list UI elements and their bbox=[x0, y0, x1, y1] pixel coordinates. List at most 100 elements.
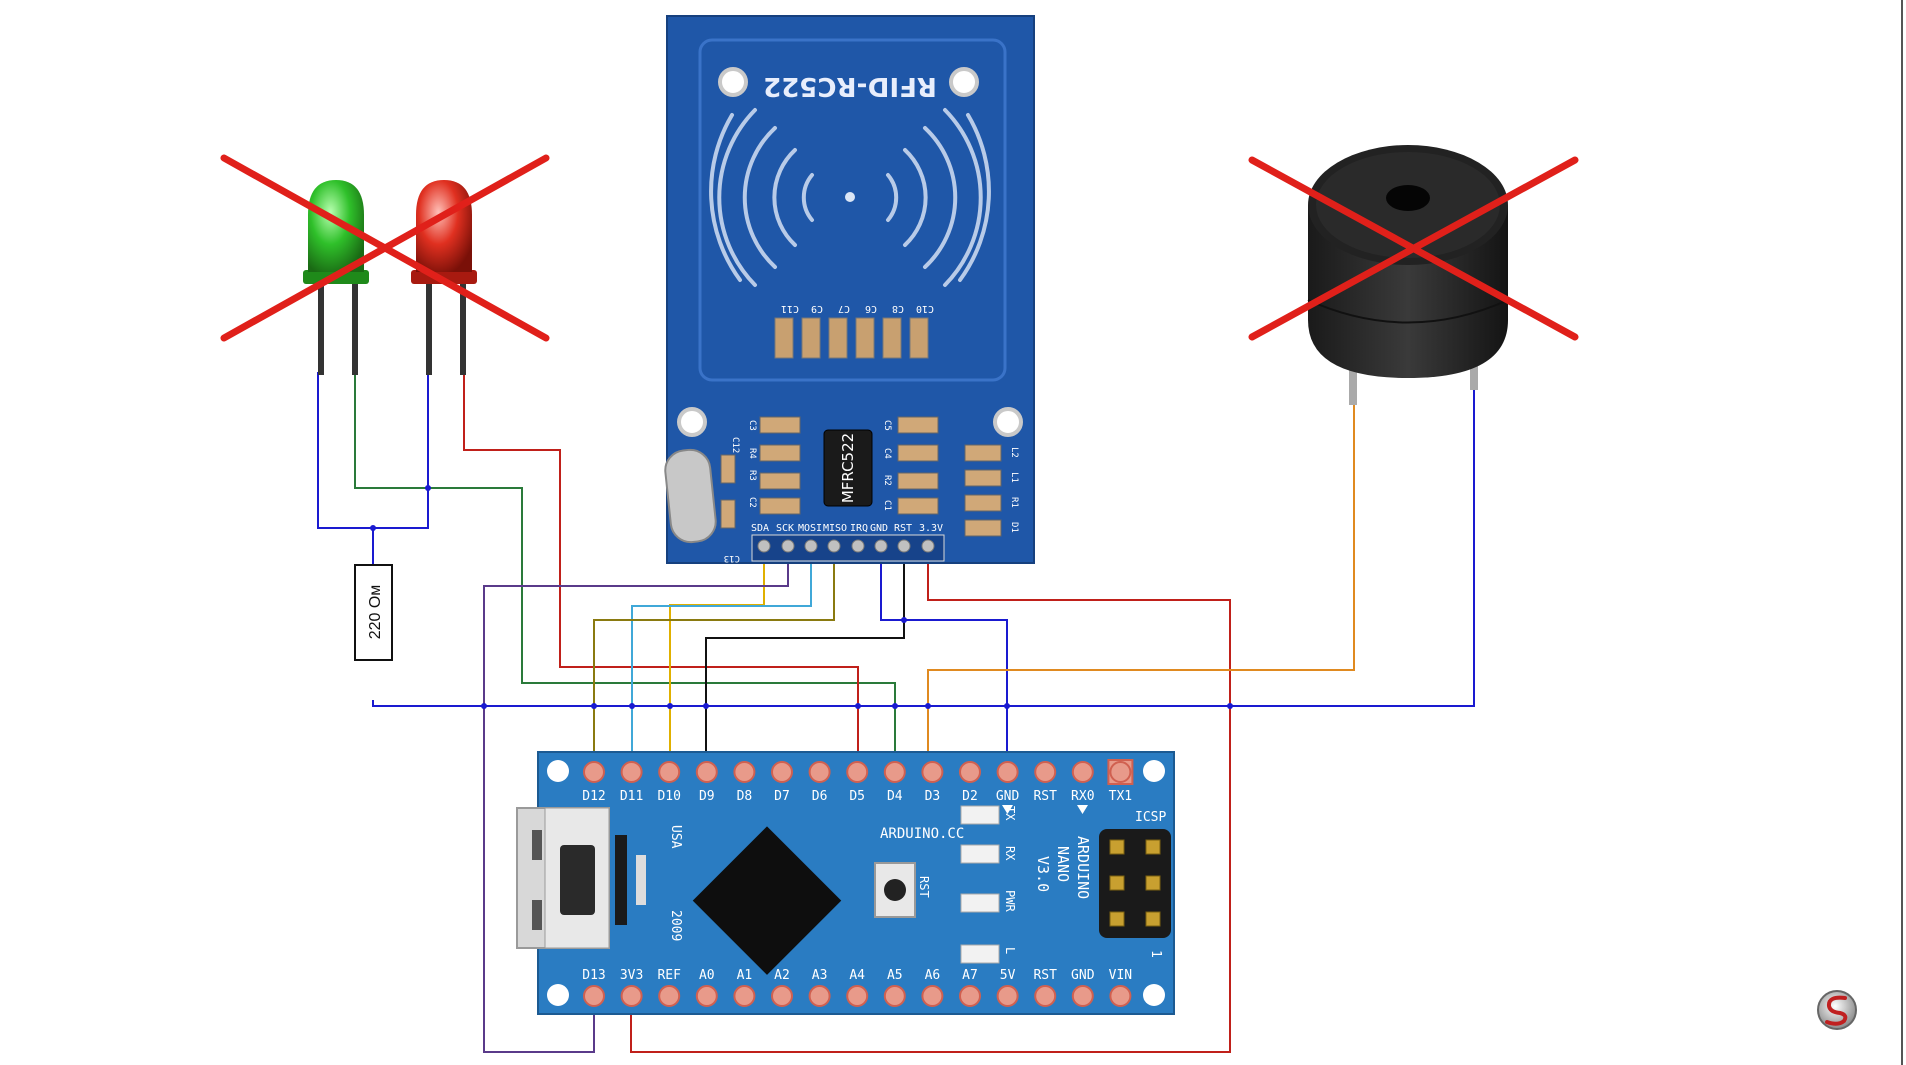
arduino-top-pin-pad bbox=[771, 761, 793, 783]
cap-label-c11: C11 bbox=[781, 303, 799, 314]
arduino-top-pin-pad bbox=[620, 761, 643, 783]
arduino-top-pin-label: TX1 bbox=[1109, 789, 1132, 804]
buzzer-crossed-out-icon bbox=[1248, 156, 1579, 341]
wire-rfid-3v3 bbox=[630, 548, 1231, 1053]
reset-button[interactable] bbox=[874, 862, 916, 918]
arduino-top-pin-label: GND bbox=[996, 789, 1020, 804]
arduino-top-pin-pad bbox=[1071, 761, 1094, 783]
arduino-bottom-pin-label: A7 bbox=[962, 968, 978, 983]
arduino-bottom-pin-label: GND bbox=[1071, 968, 1095, 983]
arduino-bottom-pin-pad bbox=[733, 985, 756, 1007]
wire-mosi bbox=[631, 548, 812, 752]
led-crossed-out-icon bbox=[220, 154, 550, 342]
cap-label-c6: C6 bbox=[865, 303, 877, 314]
arduino-bottom-pin-label: REF bbox=[657, 968, 681, 983]
arduino-top-pin-pad bbox=[658, 761, 681, 783]
rfid-pin-gnd: GND bbox=[870, 523, 888, 534]
arduino-bottom-pin-pad bbox=[883, 985, 906, 1007]
arduino-top-pin-label: D10 bbox=[657, 789, 680, 804]
arduino-bottom-pin-pad bbox=[846, 985, 869, 1007]
arduino-top-pin-pad bbox=[1109, 761, 1132, 783]
rfid-pin-rst: RST bbox=[894, 523, 912, 534]
arduino-top-pin-pad bbox=[996, 761, 1019, 783]
cap-label-c7: C7 bbox=[838, 303, 850, 314]
arduino-top-pin-pad bbox=[921, 761, 944, 783]
arduino-bottom-pin-label: A0 bbox=[699, 968, 715, 983]
antenna-icon bbox=[709, 108, 991, 287]
rfid-pin-miso: MISO bbox=[823, 523, 847, 534]
atmega-chip bbox=[692, 826, 842, 975]
rfid-title: RFID-RC522 bbox=[763, 71, 937, 101]
led-pwr bbox=[960, 893, 1000, 913]
arduino-top-pin-label: D9 bbox=[699, 789, 715, 804]
led-tx bbox=[960, 805, 1000, 825]
arduino-top-pin-pad bbox=[1034, 761, 1057, 783]
label-led-l: L bbox=[1003, 947, 1017, 954]
wires bbox=[317, 372, 1475, 1053]
label-d1: D1 bbox=[1009, 522, 1019, 533]
label-r3: R3 bbox=[747, 470, 757, 481]
label-c4: C4 bbox=[882, 448, 892, 459]
label-c5: C5 bbox=[882, 420, 892, 431]
arduino-bottom-pin-pad bbox=[959, 985, 981, 1007]
mfrc522-chip bbox=[823, 429, 873, 507]
label-r2: R2 bbox=[882, 475, 892, 486]
label-c2: C2 bbox=[747, 497, 757, 508]
arduino-top-pin-pad bbox=[583, 761, 605, 783]
arduino-bottom-pin-pad bbox=[583, 985, 605, 1007]
wire-led-green-cathode bbox=[317, 372, 429, 529]
arduino-top-pin-pad bbox=[695, 761, 718, 783]
arduino-bottom-pin-label: VIN bbox=[1109, 968, 1132, 983]
label-icsp-pin1: 1 bbox=[1148, 950, 1163, 958]
label-led-rx: RX bbox=[1003, 846, 1017, 861]
arduino-bottom-pin-pad bbox=[695, 985, 718, 1007]
arduino-bottom-pin-pad bbox=[921, 985, 944, 1007]
arduino-bottom-pin-label: A1 bbox=[737, 968, 753, 983]
arduino-bottom-pin-label: RST bbox=[1033, 968, 1057, 983]
label-icsp: ICSP bbox=[1135, 810, 1166, 825]
arduino-top-pin-label: D11 bbox=[620, 789, 643, 804]
label-year: 2009 bbox=[668, 910, 683, 941]
label-r1: R1 bbox=[1009, 497, 1019, 508]
arduino-bottom-pin-pad bbox=[1034, 985, 1057, 1007]
arduino-bottom-pin-label: A4 bbox=[849, 968, 865, 983]
arduino-top-pin-label: D7 bbox=[774, 789, 790, 804]
rfid-pin-3v3: 3.3V bbox=[919, 523, 943, 534]
arduino-bottom-pin-label: A3 bbox=[812, 968, 828, 983]
arduino-top-pin-label: D8 bbox=[737, 789, 753, 804]
arduino-top-pin-pad bbox=[883, 761, 906, 783]
arduino-bottom-pin-label: D13 bbox=[582, 968, 605, 983]
wire-sda bbox=[669, 548, 765, 752]
rfid-pin-irq: IRQ bbox=[850, 523, 868, 534]
arduino-top-pin-label: D5 bbox=[849, 789, 865, 804]
label-led-pwr: PWR bbox=[1003, 890, 1017, 912]
wire-rst bbox=[705, 548, 905, 752]
resistor-220: 220 Ом bbox=[354, 564, 393, 661]
arduino-bottom-pin-label: A5 bbox=[887, 968, 903, 983]
arduino-top-pin-label: RX0 bbox=[1071, 789, 1094, 804]
wire-buzzer bbox=[927, 402, 1355, 752]
rfid-pin-mosi: MOSI bbox=[798, 523, 822, 534]
arduino-top-pin-pad bbox=[733, 761, 756, 783]
label-name-2: NANO bbox=[1054, 846, 1072, 882]
arduino-bottom-pin-pad bbox=[996, 985, 1019, 1007]
led-pair bbox=[220, 154, 550, 375]
label-r4: R4 bbox=[747, 448, 757, 459]
arduino-bottom-pin-pad bbox=[771, 985, 793, 1007]
arduino-top-pin-pad bbox=[846, 761, 869, 783]
rfid-module: RFID-RC522 C11 C9 C7 C6 C8 bbox=[664, 15, 1035, 564]
frame-edge bbox=[1901, 0, 1903, 1065]
wire-gnd-bus bbox=[372, 387, 1475, 707]
cap-label-c10: C10 bbox=[916, 303, 934, 314]
wire-red-led-anode bbox=[463, 372, 859, 752]
label-c3: C3 bbox=[747, 420, 757, 431]
arduino-top-pin-pad bbox=[808, 761, 831, 783]
arduino-top-pin-label: D12 bbox=[582, 789, 605, 804]
usb-connector bbox=[516, 807, 646, 949]
wire-miso bbox=[593, 548, 835, 752]
wire-rfid-gnd bbox=[880, 548, 1008, 752]
arduino-bottom-pin-pad bbox=[1071, 985, 1094, 1007]
arduino-top-pin-label: D3 bbox=[925, 789, 941, 804]
